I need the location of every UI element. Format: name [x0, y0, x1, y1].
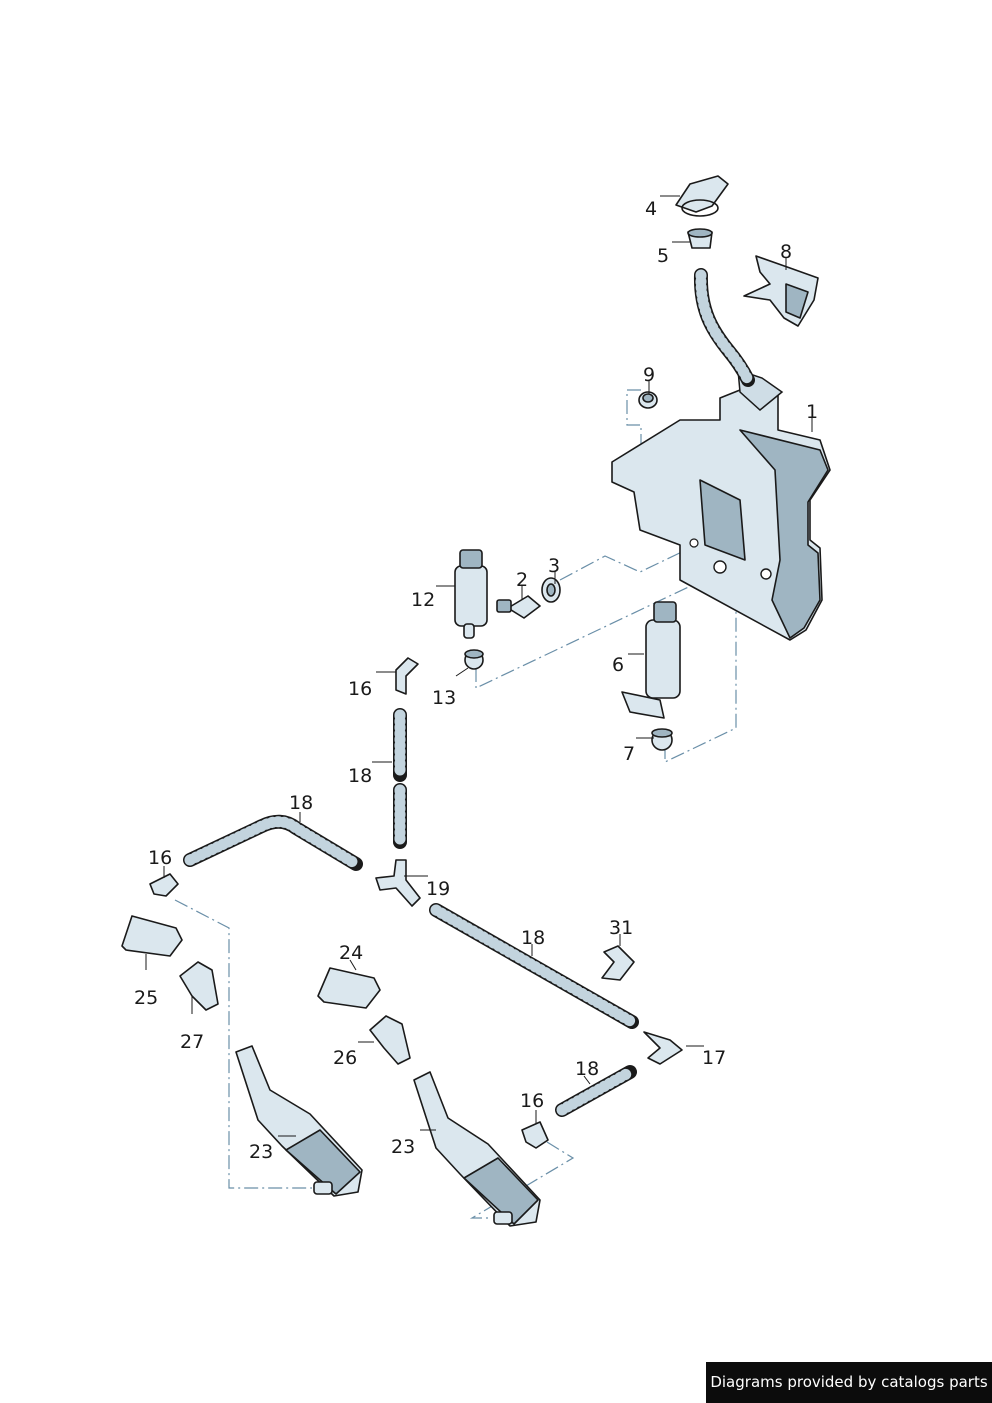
- callout-18-upper: 18: [289, 792, 313, 814]
- level-sensor-grommet[interactable]: [638, 391, 658, 409]
- filler-neck-hose[interactable]: [693, 268, 755, 387]
- callout-27: 27: [180, 1031, 204, 1053]
- elbow-connector-lower[interactable]: [521, 1121, 549, 1149]
- callout-19: 19: [426, 878, 450, 900]
- callout-leaders: [145, 195, 813, 1137]
- filler-cap[interactable]: [675, 175, 729, 217]
- callout-5: 5: [657, 245, 669, 267]
- callout-7: 7: [623, 743, 635, 765]
- callout-16-lower: 16: [520, 1090, 544, 1112]
- telescopic-cylinder-left[interactable]: [235, 1045, 363, 1197]
- callout-labels: 1 2 3 4 5 6 7 8 9 12 13 16 16 16 17 18 1…: [134, 198, 818, 1163]
- filler-strainer[interactable]: [687, 228, 713, 249]
- callout-16-upper: 16: [348, 678, 372, 700]
- callout-25: 25: [134, 987, 158, 1009]
- fluid-level-sensor[interactable]: [496, 595, 541, 619]
- straight-connector[interactable]: [643, 1031, 683, 1065]
- hose-clip[interactable]: [601, 945, 635, 981]
- pump-seal-7[interactable]: [651, 728, 673, 751]
- callout-6: 6: [612, 654, 624, 676]
- callout-13: 13: [432, 687, 456, 709]
- telescopic-cylinder-right[interactable]: [413, 1071, 541, 1227]
- callout-8: 8: [780, 241, 792, 263]
- callout-31: 31: [609, 917, 633, 939]
- callout-26: 26: [333, 1047, 357, 1069]
- elbow-connector-upper[interactable]: [395, 657, 419, 695]
- callout-3: 3: [548, 555, 560, 577]
- pump-seal-13[interactable]: [464, 649, 484, 670]
- sensor-seal[interactable]: [541, 577, 561, 603]
- credit-banner: Diagrams provided by catalogs parts: [706, 1362, 992, 1403]
- t-piece-connector[interactable]: [375, 859, 421, 907]
- callout-23-right: 23: [391, 1136, 415, 1158]
- callout-16-left: 16: [148, 847, 172, 869]
- callout-12: 12: [411, 589, 435, 611]
- assembly-leader-lines: [174, 389, 737, 1219]
- callout-18-diagonal: 18: [521, 927, 545, 949]
- reservoir-tank[interactable]: [611, 368, 831, 641]
- callout-18-vertical: 18: [348, 765, 372, 787]
- callout-18-lower: 18: [575, 1058, 599, 1080]
- hose-upper-left[interactable]: [183, 814, 363, 871]
- nozzle-cover-right[interactable]: [317, 967, 381, 1009]
- spray-nozzle-left[interactable]: [179, 961, 219, 1011]
- spray-nozzle-right[interactable]: [369, 1015, 411, 1065]
- callout-2: 2: [516, 569, 528, 591]
- callout-4: 4: [645, 198, 657, 220]
- elbow-connector-left[interactable]: [149, 873, 179, 897]
- reservoir-bracket[interactable]: [743, 255, 819, 327]
- nozzle-cover-left[interactable]: [121, 915, 183, 957]
- hose-long-diagonal[interactable]: [429, 903, 639, 1029]
- callout-9: 9: [643, 364, 655, 386]
- callout-24: 24: [339, 942, 363, 964]
- callout-1: 1: [806, 401, 818, 423]
- callout-23-left: 23: [249, 1141, 273, 1163]
- callout-17: 17: [702, 1047, 726, 1069]
- washer-pump-windscreen[interactable]: [621, 601, 681, 719]
- hose-short-lower[interactable]: [555, 1065, 637, 1117]
- washer-pump-headlight[interactable]: [454, 549, 488, 639]
